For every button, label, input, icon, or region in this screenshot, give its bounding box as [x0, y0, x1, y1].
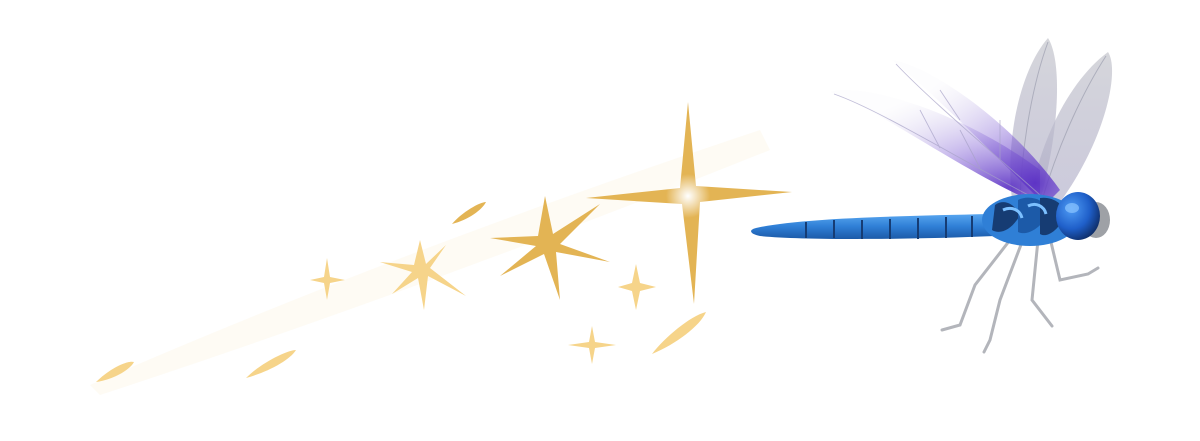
dragonfly-abdomen — [751, 214, 995, 239]
dragonfly-thorax — [982, 194, 1078, 246]
streak-dash — [652, 312, 706, 354]
sparkle-star-small — [568, 326, 616, 364]
dragonfly-wing-front — [830, 60, 1060, 205]
streak-dash — [452, 202, 486, 224]
sparkle-star-big — [586, 102, 792, 304]
sparkle-star-medium — [380, 240, 466, 310]
sparkle-star-small — [618, 264, 656, 310]
sparkle-star-small — [310, 258, 345, 300]
streak-dash — [96, 361, 134, 382]
sparkle-star-large — [490, 196, 610, 300]
streak-dash — [246, 350, 296, 378]
dragonfly-icon — [751, 38, 1113, 354]
dragonfly-head — [1056, 192, 1110, 240]
dragonfly-legs — [940, 236, 1100, 354]
streak-dashes — [96, 202, 706, 382]
